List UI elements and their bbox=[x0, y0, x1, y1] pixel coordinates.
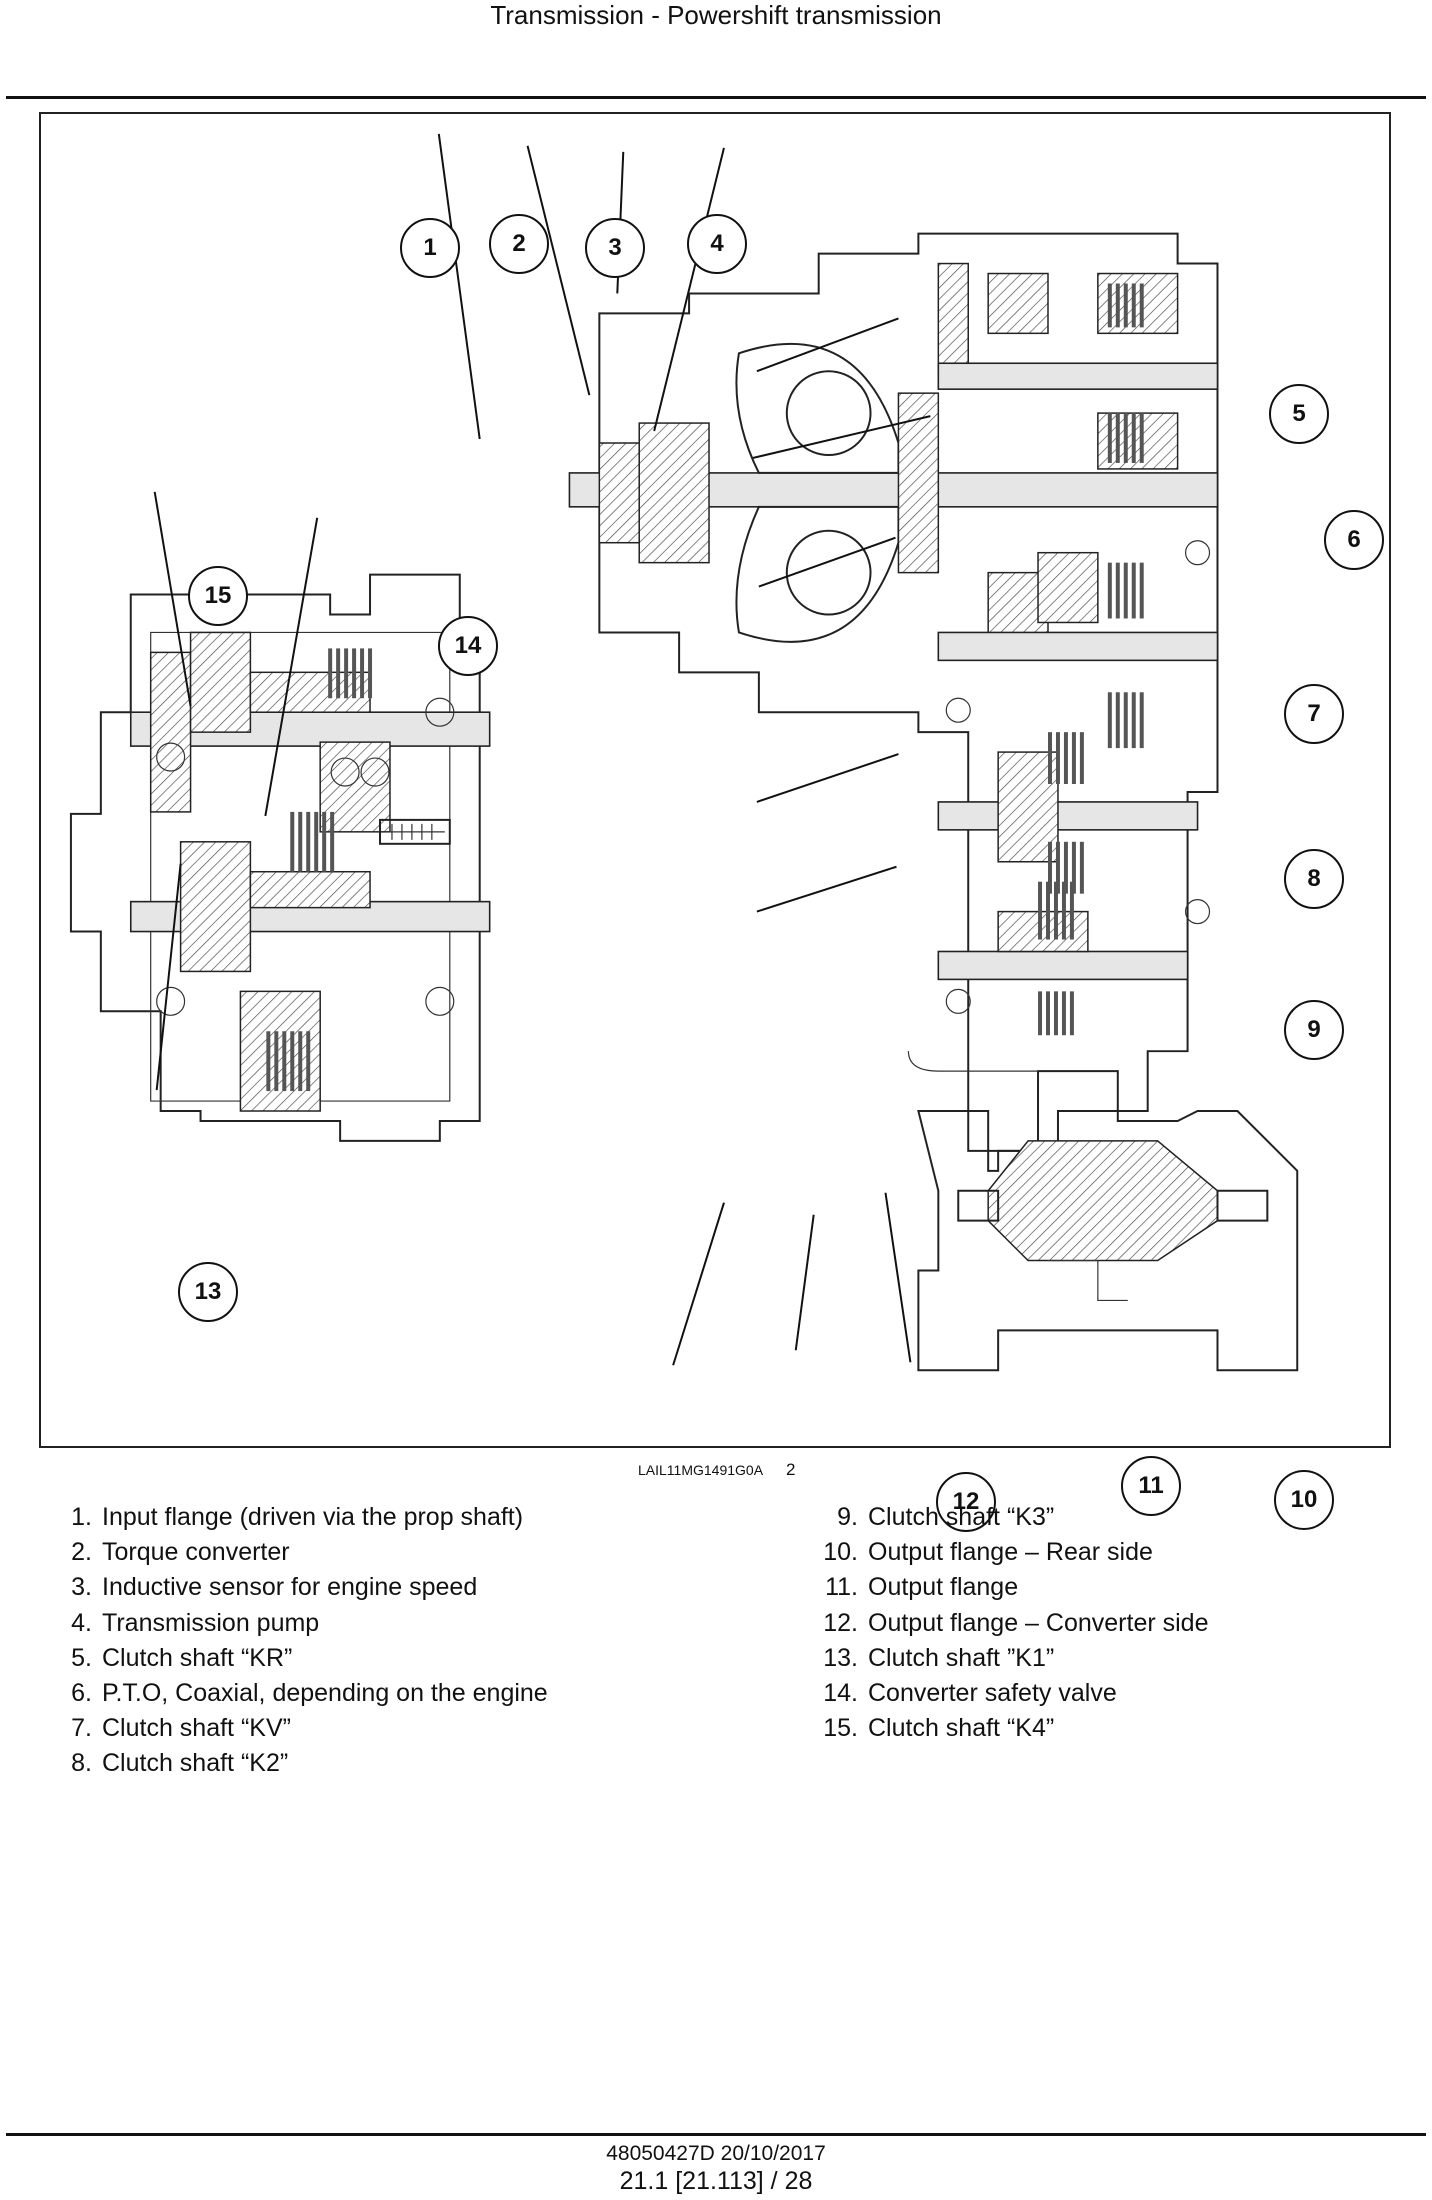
legend-item: 10.Output flange – Rear side bbox=[823, 1538, 1153, 1567]
callout-10: 10 bbox=[1274, 1470, 1334, 1530]
k4-clutch-pack bbox=[328, 648, 373, 699]
legend-item: 15.Clutch shaft “K4” bbox=[823, 1714, 1055, 1743]
callout-7: 7 bbox=[1284, 684, 1344, 744]
footer-page-ref: 21.1 [21.113] / 28 bbox=[619, 2167, 813, 2195]
k3-shaft bbox=[937, 950, 1189, 981]
legend-item: 11.Output flange bbox=[825, 1573, 1019, 1602]
callout-14: 14 bbox=[438, 616, 498, 676]
legend-item: 12.Output flange – Converter side bbox=[823, 1608, 1209, 1637]
callout-4: 4 bbox=[687, 214, 747, 274]
converter-safety-valve-body bbox=[379, 818, 451, 845]
legend-item: 7.Clutch shaft “KV” bbox=[71, 1714, 291, 1743]
figure-code: LAIL11MG1491G0A bbox=[638, 1462, 764, 1478]
callout-12: 12 bbox=[936, 1472, 996, 1532]
leader-lines bbox=[153, 133, 931, 1366]
figure-frame: 1 2 3 4 5 6 7 8 9 10 11 12 13 14 15 bbox=[39, 112, 1391, 1532]
k2-shaft bbox=[937, 801, 1199, 831]
legend-item: 2.Torque converter bbox=[71, 1538, 290, 1567]
legend-item: 8.Clutch shaft “K2” bbox=[71, 1749, 289, 1778]
legend-item: 1.Input flange (driven via the prop shaf… bbox=[71, 1503, 524, 1531]
callout-11: 11 bbox=[1121, 1456, 1181, 1516]
legend-item: 5.Clutch shaft “KR” bbox=[71, 1643, 293, 1672]
callout-13: 13 bbox=[178, 1262, 238, 1322]
callout-6: 6 bbox=[1324, 510, 1384, 570]
callout-9: 9 bbox=[1284, 1000, 1344, 1060]
footer-rule bbox=[6, 2133, 1426, 2136]
legend-item: 3.Inductive sensor for engine speed bbox=[71, 1573, 478, 1602]
footer-doc-id: 48050427D 20/10/2017 bbox=[606, 2142, 826, 2165]
legend-item: 13.Clutch shaft ”K1” bbox=[823, 1643, 1055, 1672]
callout-15: 15 bbox=[188, 566, 248, 626]
kv-shaft bbox=[937, 631, 1219, 662]
legend-item: 4.Transmission pump bbox=[71, 1608, 320, 1637]
transmission-cross-section-diagram bbox=[69, 133, 1299, 1372]
callout-2: 2 bbox=[489, 214, 549, 274]
callout-1: 1 bbox=[400, 218, 460, 278]
left-gearbox-section bbox=[69, 573, 491, 1142]
kr-shaft bbox=[937, 362, 1219, 390]
legend-left: 1.Input flange (driven via the prop shaf… bbox=[50, 1500, 770, 1782]
page-header: Transmission - Powershift transmission bbox=[490, 0, 942, 30]
output-flange-section bbox=[907, 1051, 1299, 1372]
right-clutch-column bbox=[937, 272, 1219, 1036]
figure-caption: LAIL11MG1491G0A 2 bbox=[0, 1456, 1432, 1484]
callout-8: 8 bbox=[1284, 849, 1344, 909]
legend-item: 14.Converter safety valve bbox=[823, 1678, 1117, 1707]
figure-number: 2 bbox=[786, 1460, 796, 1479]
legend-item: 6.P.T.O, Coaxial, depending on the engin… bbox=[71, 1678, 548, 1707]
legend-item: 9.Clutch shaft “K3” bbox=[837, 1503, 1055, 1531]
callout-3: 3 bbox=[585, 218, 645, 278]
k1-clutch-pack bbox=[266, 811, 335, 1092]
header-rule bbox=[6, 96, 1426, 99]
callout-5: 5 bbox=[1269, 384, 1329, 444]
legend-right: 9.Clutch shaft “K3” 10.Output flange – R… bbox=[810, 1500, 1410, 1746]
